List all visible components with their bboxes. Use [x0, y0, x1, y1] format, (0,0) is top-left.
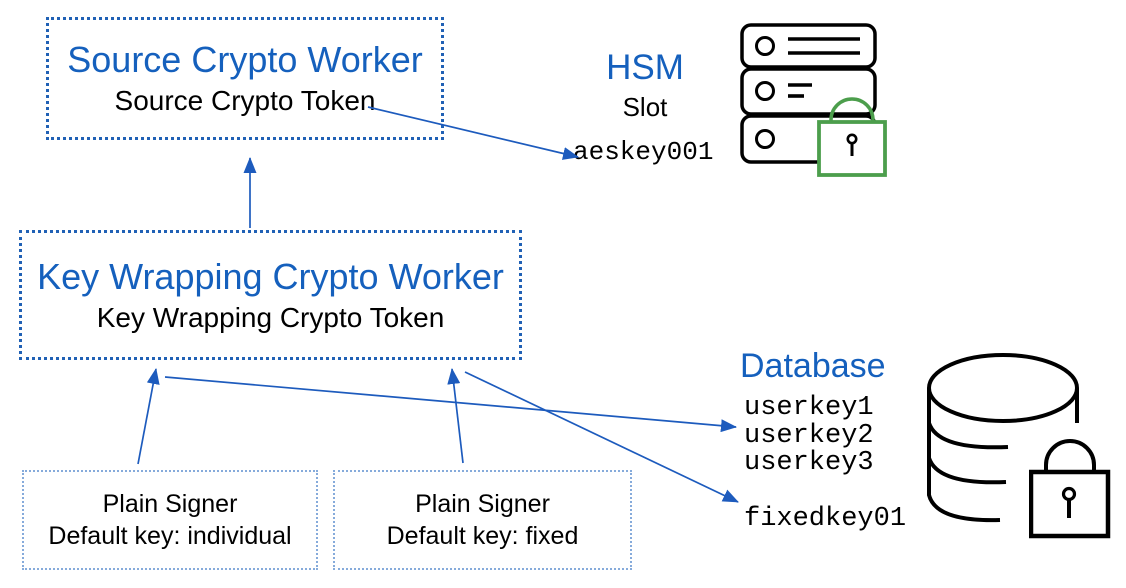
plain-signer-fixed-box: Plain Signer Default key: fixed — [333, 470, 632, 570]
locked-padlock-icon — [817, 97, 887, 177]
source-crypto-worker-title: Source Crypto Worker — [67, 39, 423, 80]
hsm-slot-key-name: aeskey001 — [573, 137, 714, 167]
source-crypto-token-label: Source Crypto Token — [114, 85, 376, 116]
database-cylinder-icon — [927, 353, 1079, 523]
plain-signer-individual-box: Plain Signer Default key: individual — [22, 470, 318, 570]
database-fixed-key: fixedkey01 — [744, 504, 907, 534]
arrow-signer-individual-to-keywrapping — [137, 368, 160, 465]
key-wrapping-crypto-worker-title: Key Wrapping Crypto Worker — [37, 255, 504, 297]
database-title: Database — [740, 347, 886, 385]
plain-signer-individual-title: Plain Signer — [102, 490, 238, 518]
arrow-keywrapping-to-userkeys — [164, 376, 737, 433]
key-wrapping-crypto-token-label: Key Wrapping Crypto Token — [96, 301, 445, 333]
database-user-key: userkey3 — [744, 448, 874, 478]
plain-signer-fixed-default-key: Default key: fixed — [386, 522, 579, 550]
source-crypto-worker-box: Source Crypto Worker Source Crypto Token — [46, 17, 444, 140]
database-user-keys: userkey1 userkey2 userkey3 — [744, 393, 874, 478]
plain-signer-individual-default-key: Default key: individual — [48, 522, 292, 550]
hsm-slot-label: Slot — [622, 92, 668, 122]
hsm-label-block: HSM Slot — [575, 50, 715, 120]
locked-padlock-icon — [1029, 439, 1111, 539]
hsm-title: HSM — [606, 48, 684, 87]
database-user-key: userkey2 — [744, 420, 874, 451]
plain-signer-fixed-title: Plain Signer — [415, 490, 550, 518]
arrow-signer-fixed-to-keywrapping — [447, 368, 464, 464]
database-user-key: userkey1 — [744, 393, 874, 423]
key-wrapping-crypto-worker-box: Key Wrapping Crypto Worker Key Wrapping … — [19, 230, 522, 360]
